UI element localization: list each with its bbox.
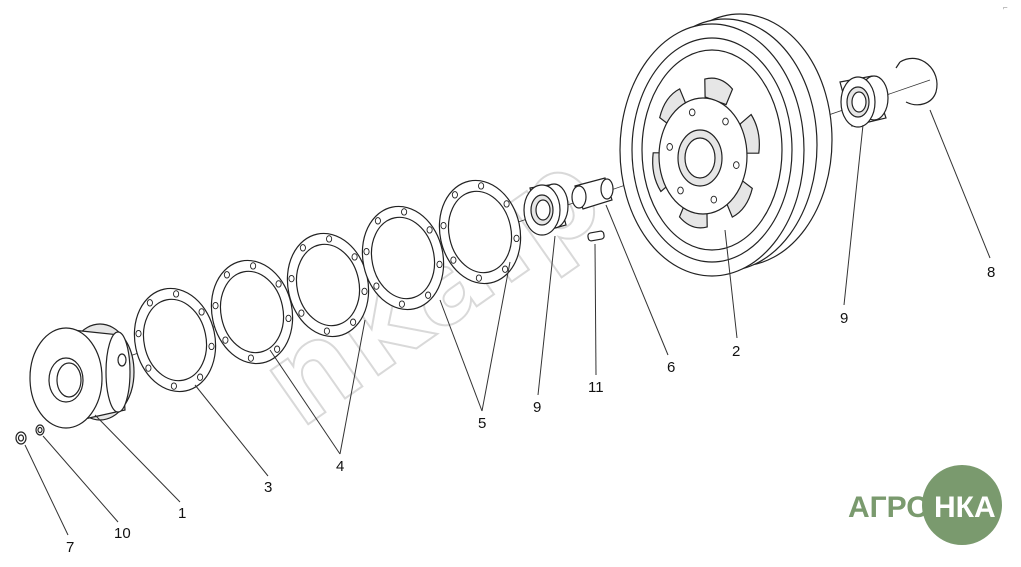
bolt-hole (135, 329, 142, 338)
callout-9-right: 9 (840, 310, 848, 327)
hub-bolt-hole (722, 117, 729, 126)
callout-5: 5 (478, 415, 486, 432)
bolt-hole (350, 318, 357, 326)
bolt-hole (323, 327, 330, 335)
logo-left-text: АГРО (848, 491, 930, 524)
bolt-hole (502, 265, 509, 273)
bolt-hole (326, 235, 333, 243)
bolt-hole (401, 208, 408, 216)
hub-bolt-hole (710, 195, 718, 204)
hub-bolt-hole (733, 161, 740, 169)
hub-bolt-hole (666, 143, 673, 151)
callout-10: 10 (114, 525, 131, 542)
bolt-hole (478, 182, 485, 190)
bolt-hole (173, 290, 180, 298)
spoke-window (659, 88, 687, 128)
bolt-hole (212, 301, 219, 310)
bolt-hole (274, 345, 281, 353)
part-gasket-5a (361, 205, 445, 311)
callout-7: 7 (66, 539, 74, 556)
callout-9-left: 9 (533, 399, 541, 416)
bolt-hole (363, 247, 370, 256)
bolt-hole (298, 309, 305, 317)
bolt-hole (197, 373, 204, 381)
corner-mark: ⌐ (1003, 3, 1008, 12)
part-washer-10 (35, 424, 45, 436)
bolt-hole (426, 226, 433, 234)
bolt-hole (425, 291, 432, 299)
leader-lines (24, 109, 991, 536)
bolt-hole (450, 256, 457, 264)
callout-8: 8 (987, 264, 995, 281)
part-gasket-5b (438, 179, 522, 285)
callout-3: 3 (264, 479, 272, 496)
callout-2: 2 (732, 343, 740, 360)
bolt-hole (223, 271, 230, 279)
bolt-hole (222, 336, 229, 344)
bolt-hole (398, 300, 405, 308)
bolt-hole (145, 364, 152, 372)
callout-labels: 7 10 1 3 4 5 9 11 6 2 9 8 (66, 264, 995, 556)
part-gasket-3 (133, 287, 217, 393)
bolt-hole (373, 282, 380, 290)
part-pin-11 (587, 230, 605, 242)
bolt-hole (250, 262, 257, 270)
hub-bolt-hole (688, 108, 696, 117)
part-bearing-9-right (839, 75, 889, 128)
bolt-hole (475, 274, 482, 282)
bolt-hole (513, 234, 520, 243)
bolt-hole (275, 280, 282, 288)
callout-1: 1 (178, 505, 186, 522)
bolt-hole (285, 314, 292, 323)
callout-4: 4 (336, 458, 344, 475)
bolt-hole (247, 354, 254, 362)
bolt-hole (208, 342, 215, 351)
bolt-hole (361, 287, 368, 296)
part-bearing-9-left (523, 183, 569, 236)
bolt-hole (146, 299, 153, 307)
bolt-hole (436, 260, 443, 269)
callout-11: 11 (588, 379, 604, 396)
agronka-logo: АГРО НКА (848, 465, 1002, 545)
bolt-hole (170, 382, 177, 390)
bolt-hole (299, 244, 306, 252)
part-pulley-2 (619, 13, 833, 277)
bolt-hole (351, 253, 358, 261)
bolt-hole (198, 308, 205, 316)
spoke-window (725, 178, 753, 218)
part-gasket-4a (210, 259, 294, 365)
bolt-hole (374, 217, 381, 225)
part-gasket-4b (286, 232, 370, 338)
part-sleeve-6 (571, 177, 614, 210)
spoke-window (704, 77, 734, 106)
part-sprocket-1 (29, 323, 135, 429)
bolt-hole (440, 221, 447, 230)
logo-right-text: НКА (934, 491, 996, 524)
part-ring-8 (895, 57, 938, 106)
bolt-hole (503, 200, 510, 208)
hub-bolt-hole (677, 186, 684, 195)
bolt-hole (451, 191, 458, 199)
part-nut-7 (15, 431, 27, 445)
callout-6: 6 (667, 359, 675, 376)
bolt-hole (288, 274, 295, 283)
